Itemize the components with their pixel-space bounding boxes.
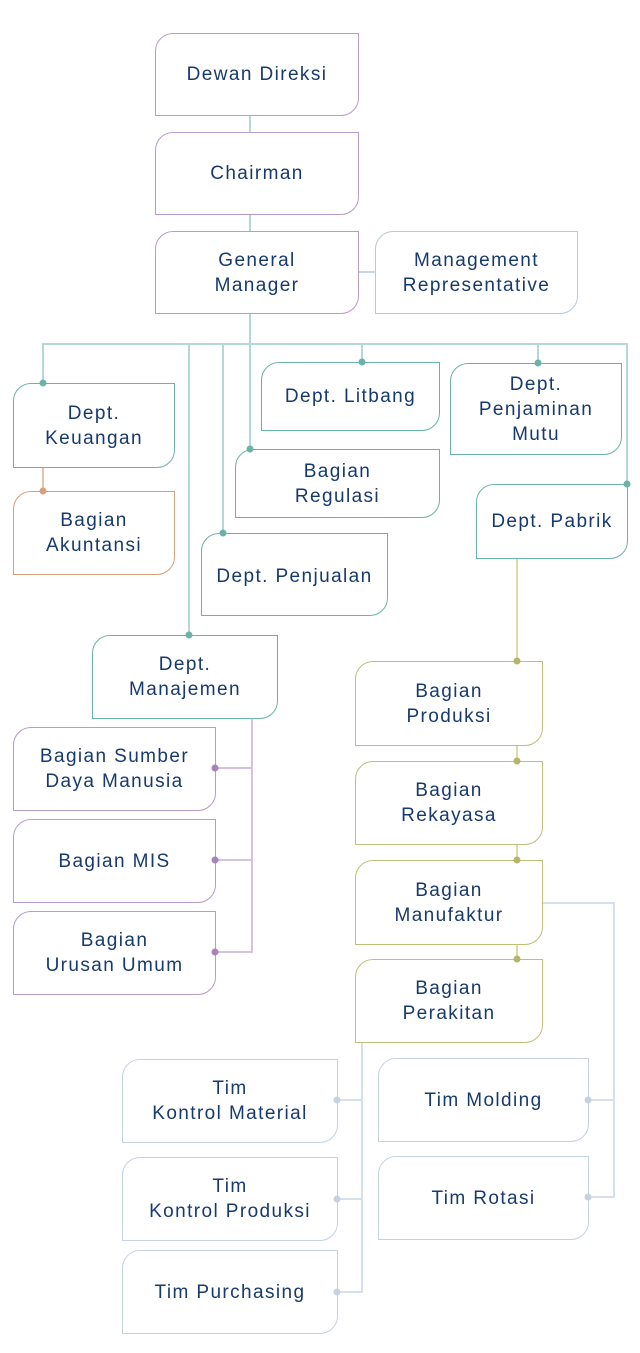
node-tim-purchasing[interactable]: Tim Purchasing bbox=[122, 1250, 338, 1334]
node-general-manager[interactable]: General Manager bbox=[155, 231, 359, 314]
node-dept-litbang[interactable]: Dept. Litbang bbox=[261, 362, 440, 431]
connector bbox=[337, 1042, 363, 1293]
node-dept-pabrik[interactable]: Dept. Pabrik bbox=[476, 484, 628, 559]
node-bagian-sdm[interactable]: Bagian Sumber Daya Manusia bbox=[13, 727, 216, 811]
node-tim-molding[interactable]: Tim Molding bbox=[378, 1058, 589, 1142]
node-dewan-direksi[interactable]: Dewan Direksi bbox=[155, 33, 359, 116]
node-chairman[interactable]: Chairman bbox=[155, 132, 359, 215]
node-bagian-produksi[interactable]: Bagian Produksi bbox=[355, 661, 543, 746]
node-bagian-regulasi[interactable]: Bagian Regulasi bbox=[235, 449, 440, 518]
node-bagian-manufaktur[interactable]: Bagian Manufaktur bbox=[355, 860, 543, 945]
node-management-representative[interactable]: Management Representative bbox=[375, 231, 578, 314]
node-tim-kontrol-produksi[interactable]: Tim Kontrol Produksi bbox=[122, 1157, 338, 1241]
node-dept-manajemen[interactable]: Dept. Manajemen bbox=[92, 635, 278, 719]
connector bbox=[42, 343, 628, 484]
node-dept-penjaminan-mutu[interactable]: Dept. Penjaminan Mutu bbox=[450, 363, 622, 455]
node-bagian-perakitan[interactable]: Bagian Perakitan bbox=[355, 959, 543, 1043]
connector bbox=[542, 902, 615, 1198]
connector bbox=[215, 718, 253, 953]
node-tim-kontrol-material[interactable]: Tim Kontrol Material bbox=[122, 1059, 338, 1143]
node-bagian-mis[interactable]: Bagian MIS bbox=[13, 819, 216, 903]
node-bagian-urusan-umum[interactable]: Bagian Urusan Umum bbox=[13, 911, 216, 995]
node-dept-keuangan[interactable]: Dept. Keuangan bbox=[13, 383, 175, 468]
node-bagian-rekayasa[interactable]: Bagian Rekayasa bbox=[355, 761, 543, 845]
node-bagian-akuntansi[interactable]: Bagian Akuntansi bbox=[13, 491, 175, 575]
node-dept-penjualan[interactable]: Dept. Penjualan bbox=[201, 533, 388, 616]
node-tim-rotasi[interactable]: Tim Rotasi bbox=[378, 1156, 589, 1240]
